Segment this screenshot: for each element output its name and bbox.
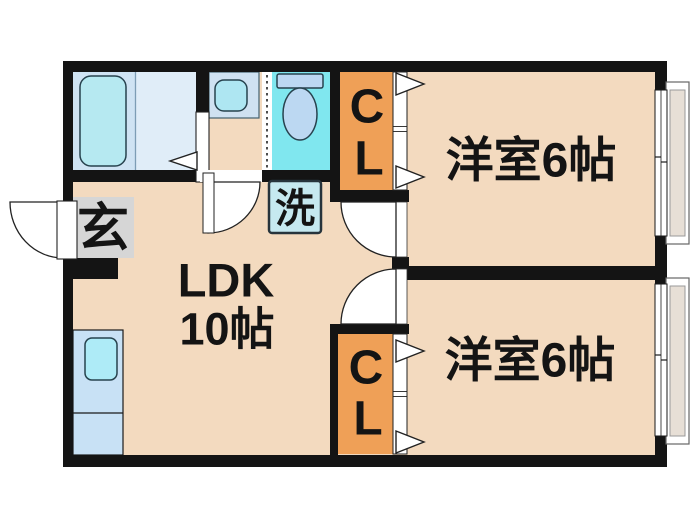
bedroom-bottom-door-swing <box>340 268 397 325</box>
room-fills <box>72 72 394 454</box>
closet-bottom-arrow-upper <box>395 338 426 364</box>
washbasin-bowl <box>214 79 248 112</box>
fixtures <box>72 71 324 456</box>
entrance-label: 玄 <box>77 200 129 258</box>
entrance-area <box>72 197 134 258</box>
entrance-door-leaf <box>56 200 78 260</box>
bathroom-door-arrow <box>167 151 198 171</box>
closet-bottom-sliding-door <box>392 333 408 455</box>
closet-top-label-c: C <box>350 81 385 134</box>
closet-bottom-label-l: L <box>353 393 382 446</box>
wall-bath-washroom <box>196 72 209 113</box>
bedroom-bottom-label: 洋室6帖 <box>445 335 616 388</box>
closet-top-floor <box>340 72 394 190</box>
wall-under-toilet <box>262 170 340 182</box>
wall-mid-stub <box>392 257 409 269</box>
toilet-accordion-strip <box>262 72 272 170</box>
ldk-size-label: 10帖 <box>179 304 274 355</box>
bathtub <box>79 75 127 167</box>
washroom-door-leaf <box>202 172 215 234</box>
toilet-tank <box>276 73 324 89</box>
wall-bedroom-divider <box>407 266 655 280</box>
doors <box>9 71 426 455</box>
wall-closet-bottom-left <box>330 324 338 455</box>
closet-top-arrow-upper <box>395 71 426 97</box>
wall-closet-top-bottom <box>330 190 409 202</box>
wall-top <box>63 61 667 72</box>
bedroom-top-door-swing <box>340 201 397 258</box>
closet-top-sliding-door <box>392 71 408 191</box>
bathroom-floor-right <box>135 72 197 170</box>
wall-left <box>63 61 73 467</box>
ldk-label: LDK <box>178 254 275 307</box>
laundry-label: 洗 <box>275 187 315 231</box>
closet-bottom-arrow-lower <box>395 429 426 455</box>
closet-bottom-floor <box>338 334 393 454</box>
laundry-box <box>267 179 323 235</box>
closet-top-label-l: L <box>354 133 383 186</box>
closet-top-arrow-lower <box>395 164 426 190</box>
labels: LDK 10帖 洋室6帖 洋室6帖 C L C L 玄 洗 <box>77 81 616 446</box>
wall-bottom <box>63 455 667 467</box>
window-top-sash-inner <box>669 89 686 237</box>
kitchen-sink <box>84 337 118 381</box>
entrance-step <box>72 258 118 279</box>
closet-bottom-label-c: C <box>349 342 384 395</box>
wall-closet-bottom-top <box>330 324 409 334</box>
windows <box>654 81 690 445</box>
washroom-opening <box>200 170 262 182</box>
bedroom-top-label: 洋室6帖 <box>446 135 617 188</box>
wall-toilet-right <box>330 61 340 202</box>
window-bottom-sash-inner <box>669 285 686 437</box>
wall-under-bathroom <box>63 170 200 182</box>
toilet-bowl <box>282 87 318 141</box>
